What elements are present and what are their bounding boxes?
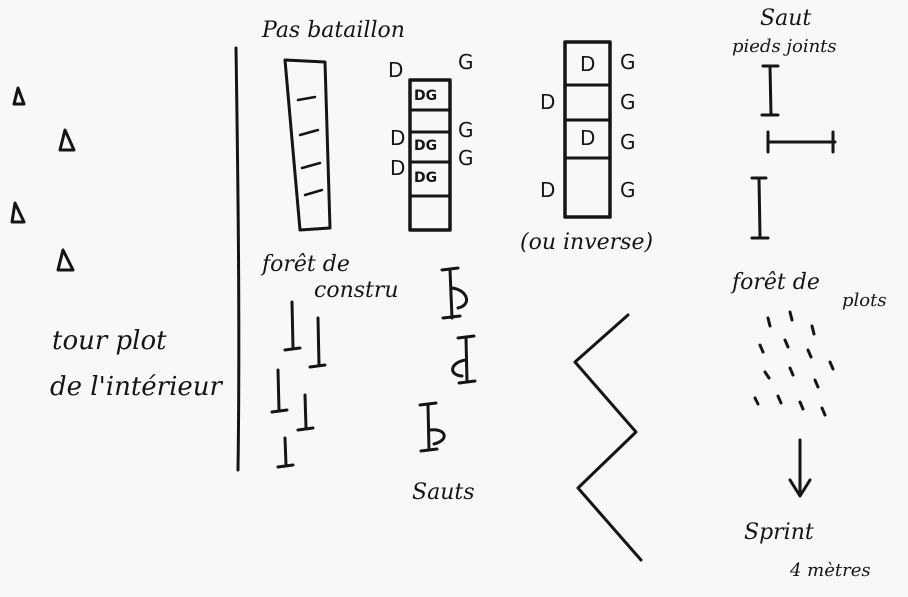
dg-cell-2: DG <box>414 138 438 154</box>
inverse-right-mark-1: G <box>620 50 636 74</box>
pas-bataillon-title: Pas bataillon <box>262 18 405 43</box>
pas-bataillon-ladder <box>283 58 332 232</box>
divider-line <box>234 46 241 472</box>
inverse-cell-1: D <box>580 52 596 76</box>
inverse-left-mark-1: D <box>540 90 556 114</box>
sauts-label: Sauts <box>412 480 475 505</box>
foret-constru-title-line1: forêt de <box>262 252 350 277</box>
foret-plots-title-line2: plots <box>842 290 887 311</box>
dg-left-mark-1: D <box>388 58 404 82</box>
dg-right-mark-2: G <box>458 118 474 142</box>
dg-left-mark-2: D <box>390 126 406 150</box>
dg-left-mark-3: D <box>390 156 406 180</box>
sprint-arrow <box>788 438 812 498</box>
inverse-right-mark-2: G <box>620 90 636 114</box>
zigzag-path <box>573 313 643 562</box>
saut-title-line2: pieds joints <box>732 36 837 57</box>
saut-symbols <box>750 64 837 240</box>
sprint-label-line1: Sprint <box>744 520 814 545</box>
dg-right-mark-3: G <box>458 146 474 170</box>
left-cones <box>10 86 76 272</box>
saut-title-line1: Saut <box>760 6 812 31</box>
inverse-cell-2: D <box>580 126 596 150</box>
dg-cell-1: DG <box>414 88 438 104</box>
inverse-right-mark-4: G <box>620 178 636 202</box>
foret-plots-title-line1: forêt de <box>732 270 820 295</box>
sprint-label-line2: 4 mètres <box>790 560 871 581</box>
construction-marks <box>270 300 327 469</box>
dg-column-box <box>408 78 452 232</box>
foret-constru-title-line2: constru <box>314 278 399 303</box>
inverse-column-box <box>563 40 612 219</box>
inverse-right-mark-3: G <box>620 130 636 154</box>
inverse-left-mark-2: D <box>540 178 556 202</box>
inverse-note: (ou inverse) <box>520 230 654 255</box>
left-caption-line2: de l'intérieur <box>50 372 222 402</box>
sauts-symbols <box>418 266 477 453</box>
plot-dots <box>753 310 835 417</box>
left-caption-line1: tour plot <box>52 326 167 356</box>
dg-right-mark-1: G <box>458 50 474 74</box>
dg-cell-3: DG <box>414 170 438 186</box>
